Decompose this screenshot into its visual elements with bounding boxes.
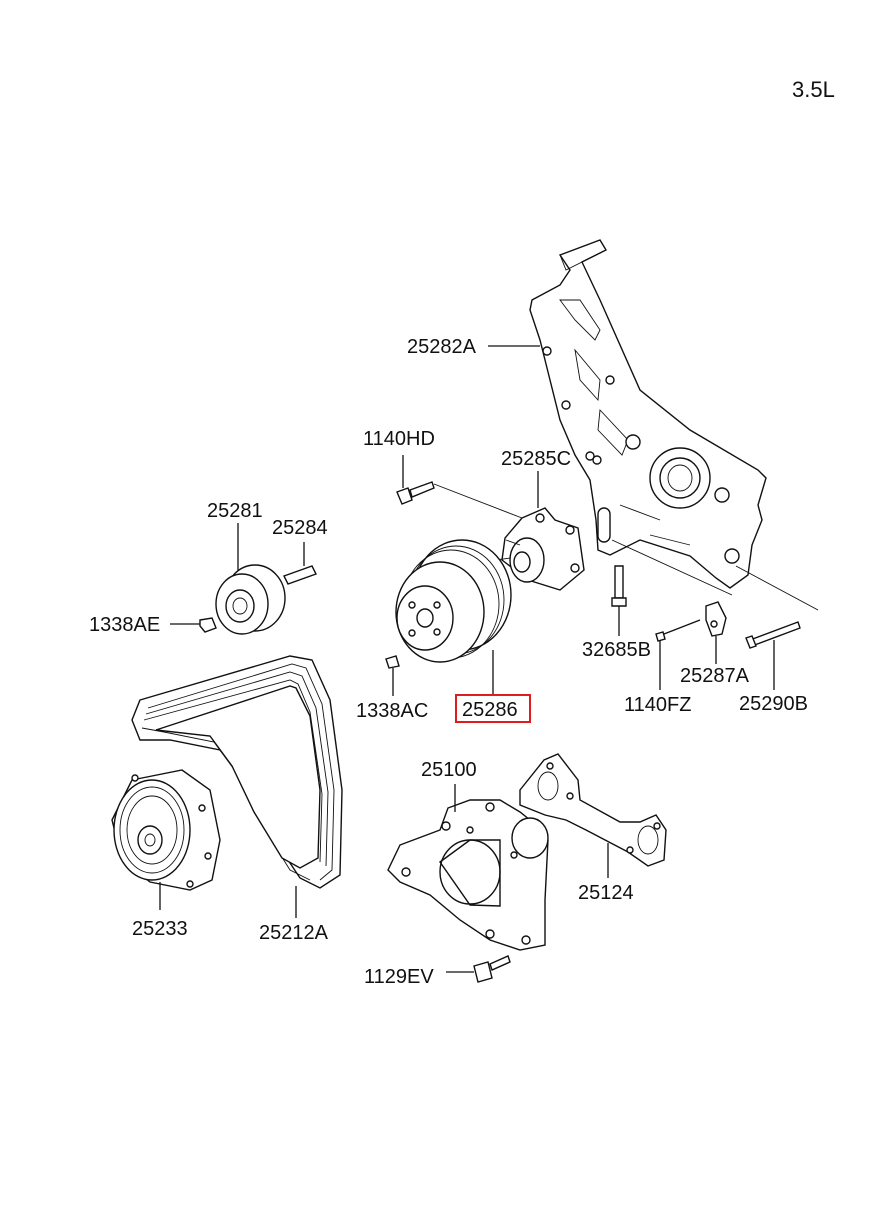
engine-size-label: 3.5L	[792, 77, 835, 102]
idler-pulley-25281[interactable]	[215, 564, 286, 635]
label-25233[interactable]: 25233	[132, 918, 188, 940]
bolt-1129EV[interactable]	[473, 955, 511, 983]
label-1338AE[interactable]: 1338AE	[89, 614, 160, 636]
label-25124[interactable]: 25124	[578, 882, 634, 904]
bracket-25285C[interactable]	[495, 507, 585, 591]
belt-25212A[interactable]	[131, 655, 343, 889]
bolt-25290B[interactable]	[745, 621, 801, 649]
spacer-25284[interactable]	[283, 565, 317, 585]
bracket-25282A[interactable]	[529, 239, 767, 589]
nut-1338AE[interactable]	[199, 617, 217, 633]
bolt-32685B[interactable]	[611, 565, 627, 607]
label-1140HD[interactable]: 1140HD	[363, 428, 435, 450]
label-25287A[interactable]: 25287A	[680, 665, 750, 687]
label-25212A[interactable]: 25212A	[259, 922, 329, 944]
gasket-25124[interactable]	[519, 753, 667, 867]
label-1129EV[interactable]: 1129EV	[364, 966, 434, 988]
bolt-1140FZ[interactable]	[655, 619, 701, 642]
label-25100[interactable]: 25100	[421, 759, 477, 781]
pulley-25286[interactable]	[395, 539, 512, 663]
label-25282A[interactable]: 25282A	[407, 336, 477, 358]
label-1338AC[interactable]: 1338AC	[356, 700, 428, 722]
label-1140FZ[interactable]: 1140FZ	[624, 694, 691, 716]
bolt-1140HD[interactable]	[396, 481, 435, 505]
water-pump-25100[interactable]	[387, 799, 549, 951]
highlight-box-25286	[455, 694, 531, 723]
clip-25287A[interactable]	[705, 601, 727, 637]
label-32685B[interactable]: 32685B	[582, 639, 651, 661]
label-25286[interactable]: 25286	[462, 699, 518, 721]
label-25281[interactable]: 25281	[207, 500, 263, 522]
fan-clutch-25233[interactable]	[111, 769, 221, 891]
label-25285C[interactable]: 25285C	[501, 448, 571, 470]
label-25290B[interactable]: 25290B	[739, 693, 808, 715]
label-25284[interactable]: 25284	[272, 517, 328, 539]
nut-1338AC[interactable]	[385, 655, 400, 669]
